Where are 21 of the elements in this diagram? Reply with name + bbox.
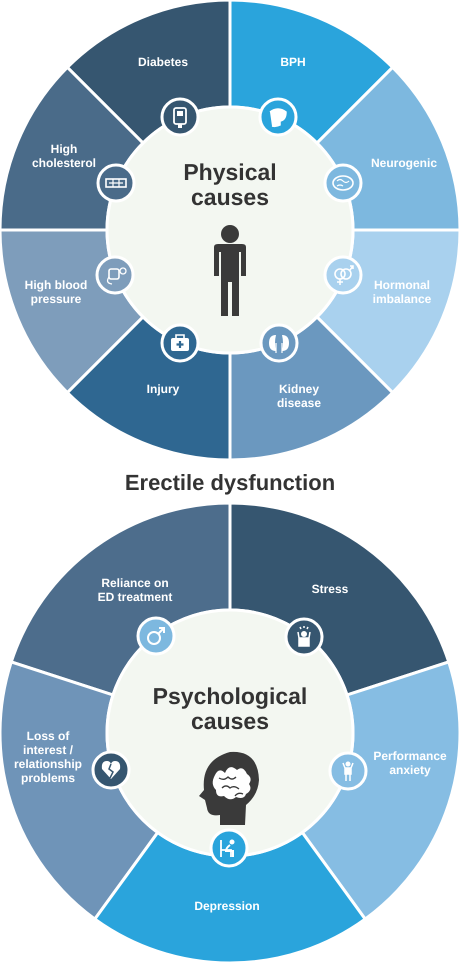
center-heading: Psychological causes [152, 684, 308, 734]
segment-label: BPH [279, 55, 307, 69]
segment-label: Performance anxiety [372, 749, 448, 777]
segment-label: High blood pressure [24, 278, 88, 306]
segment-label: Diabetes [136, 55, 190, 69]
segment-label: Neurogenic [370, 156, 438, 170]
wheel-segment [315, 66, 460, 232]
wheel-segment [93, 831, 367, 964]
segment-label: Hormonal imbalance [372, 278, 432, 306]
segment-label: Kidney disease [276, 382, 322, 410]
wheel-segment [228, 315, 394, 462]
segment-label: High cholesterol [30, 142, 98, 170]
center-heading: Physical causes [182, 160, 278, 210]
segment-label: Loss of interest / relationship problems [12, 729, 83, 785]
segment-label: Injury [146, 382, 180, 396]
title: Erectile dysfunction [124, 470, 336, 496]
wheel-segment [0, 66, 145, 232]
segment-label: Stress [310, 582, 350, 596]
segment-label: Reliance on ED treatment [96, 576, 174, 604]
wheel-segment [66, 315, 232, 462]
segment-label: Depression [193, 899, 261, 913]
